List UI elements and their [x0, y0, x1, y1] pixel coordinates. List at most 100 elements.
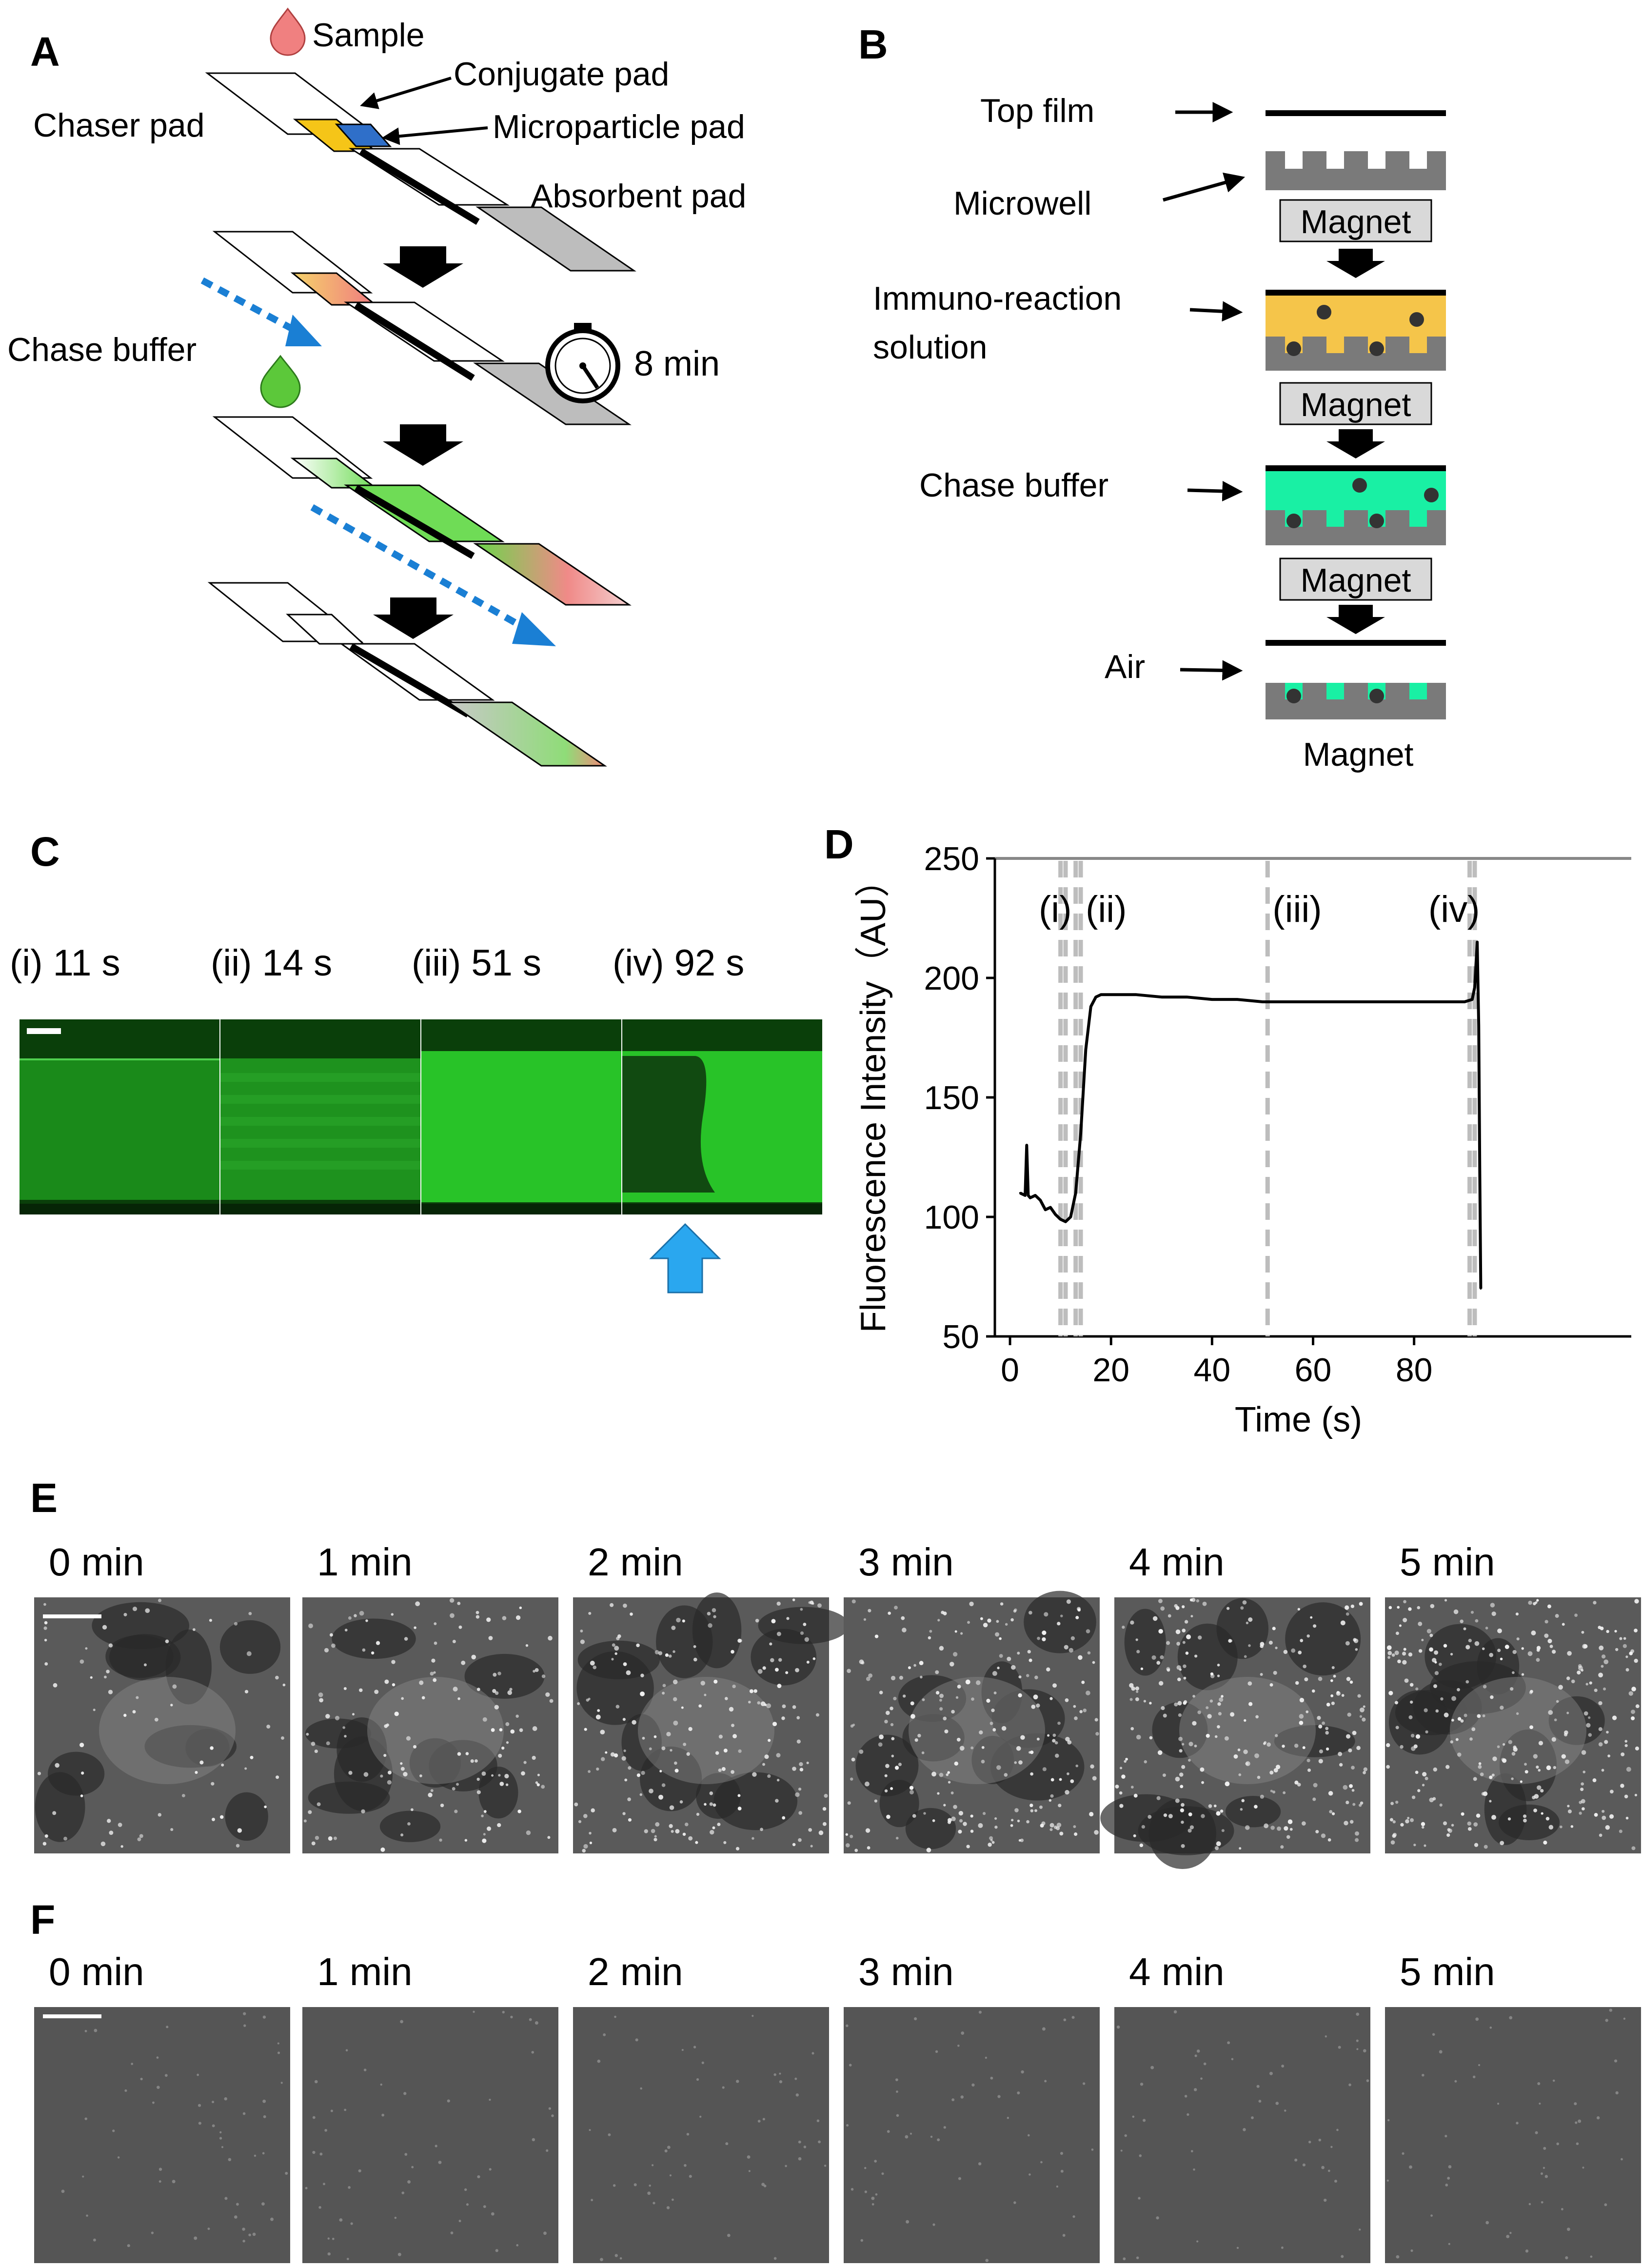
label-top-film: Top film	[980, 92, 1094, 129]
micrograph-e-6	[1385, 1597, 1641, 1853]
label-sample: Sample	[312, 17, 425, 54]
data-point	[1080, 1132, 1082, 1134]
microwell-chase	[1266, 465, 1446, 545]
data-point	[1135, 994, 1137, 996]
data-point	[1110, 994, 1112, 996]
data-point	[1464, 1001, 1466, 1003]
label-microparticle-pad: Microparticle pad	[493, 108, 745, 145]
micrograph-e-4	[844, 1591, 1100, 1853]
data-point	[1074, 1192, 1077, 1194]
frame-label-e-2: 1 min	[317, 1540, 413, 1584]
micrograph-f-2	[302, 2007, 558, 2263]
down-arrow-3	[373, 597, 454, 639]
stopwatch-icon	[545, 323, 620, 403]
down-arrow-2	[383, 424, 463, 466]
data-point	[1438, 1001, 1441, 1003]
x-tick-label: 80	[1396, 1352, 1433, 1389]
strip-2	[212, 231, 632, 425]
data-point	[1095, 996, 1097, 998]
data-point	[1039, 1199, 1042, 1201]
data-point	[1027, 1194, 1029, 1196]
micrograph-f-4	[844, 2007, 1100, 2263]
frame-label-c-1: (i) 11 s	[10, 942, 120, 984]
microwell-plate-1	[1266, 151, 1446, 190]
y-tick-label: 200	[924, 960, 979, 997]
video-frame-4	[622, 1019, 822, 1214]
micrograph-f-6	[1385, 2007, 1641, 2263]
label-conjugate-pad: Conjugate pad	[454, 56, 669, 93]
data-point	[1069, 1216, 1072, 1218]
scale-bar	[43, 2014, 101, 2018]
magnet-label-1: Magnet	[1301, 203, 1411, 240]
data-point	[1186, 996, 1188, 998]
frame-label-c-4: (iv) 92 s	[613, 942, 744, 984]
data-point	[1211, 998, 1213, 1001]
magnet-box-2	[1279, 382, 1432, 425]
panel-letter-e: E	[30, 1475, 58, 1521]
data-point	[1337, 1001, 1340, 1003]
video-frame-2	[220, 1019, 420, 1214]
micrograph-e-1	[34, 1597, 290, 1853]
strip-3	[212, 416, 632, 606]
chase-flow-arrow-1	[200, 277, 322, 346]
data-point	[1059, 1218, 1062, 1220]
frame-label-f-3: 2 min	[588, 1950, 683, 1993]
micrograph-f-3	[573, 2007, 829, 2263]
frame-label-f-2: 1 min	[317, 1950, 413, 1993]
data-point	[1286, 1001, 1289, 1003]
x-tick-label: 40	[1194, 1352, 1231, 1389]
micrograph-e-5	[1100, 1597, 1370, 1869]
panel-letter-a: A	[30, 29, 60, 75]
strip-1	[205, 72, 636, 272]
data-point	[1044, 1209, 1047, 1211]
y-tick-label: 150	[924, 1079, 979, 1116]
label-microwell: Microwell	[953, 185, 1091, 222]
chase-buffer-drop-icon	[260, 355, 301, 408]
label-immuno-reaction-1: Immuno-reaction	[873, 280, 1122, 317]
event-marker-label: (ii)	[1086, 889, 1127, 930]
sample-drop-icon	[270, 7, 306, 56]
chase-flow-arrow-2	[310, 504, 556, 646]
event-marker-label: (i)	[1039, 889, 1072, 930]
data-point	[1160, 996, 1163, 998]
panel-c: C (i) 11 s(ii) 14 s(iii) 51 s(iv) 92 s	[10, 829, 822, 1293]
panel-a: A Sample Conjugate pad Chaser pad Microp…	[7, 7, 746, 767]
frame-label-f-4: 3 min	[858, 1950, 954, 1993]
frame-label-e-5: 4 min	[1129, 1540, 1225, 1584]
panel-letter-b: B	[858, 21, 888, 67]
label-absorbent-pad: Absorbent pad	[531, 178, 746, 215]
magnet-box-1	[1279, 199, 1432, 242]
magnet-box-3	[1279, 557, 1432, 601]
x-axis-label: Time (s)	[1235, 1400, 1362, 1439]
frame-label-e-1: 0 min	[49, 1540, 144, 1584]
label-immuno-reaction-2: solution	[873, 329, 987, 366]
microwell-air	[1266, 683, 1446, 719]
data-point	[1054, 1214, 1057, 1216]
data-point	[1471, 998, 1473, 1001]
panel-letter-d: D	[824, 821, 854, 867]
y-tick-label: 250	[924, 840, 979, 877]
data-point	[1476, 941, 1479, 943]
frame-label-e-6: 5 min	[1400, 1540, 1495, 1584]
data-point	[1261, 1001, 1264, 1003]
data-point	[1473, 986, 1476, 989]
down-arrow-1	[383, 246, 463, 288]
video-frames: (i) 11 s(ii) 14 s(iii) 51 s(iv) 92 s	[10, 942, 822, 1214]
event-marker-label: (iii)	[1272, 889, 1322, 930]
y-tick-label: 100	[924, 1199, 979, 1236]
panel-letter-c: C	[30, 829, 60, 875]
data-point	[1034, 1194, 1036, 1196]
data-point	[1480, 1288, 1482, 1290]
data-point	[1029, 1196, 1031, 1199]
frame-label-f-5: 4 min	[1129, 1950, 1225, 1993]
frame-label-c-2: (ii) 14 s	[211, 942, 332, 984]
event-marker-label: (iv)	[1428, 889, 1480, 930]
video-frame-3	[421, 1019, 621, 1214]
data-point	[1089, 1005, 1092, 1008]
data-point	[1100, 994, 1102, 996]
magnet-label-4: Magnet	[1303, 736, 1414, 773]
label-air: Air	[1105, 648, 1145, 685]
label-chase-buffer-a: Chase buffer	[7, 331, 197, 368]
